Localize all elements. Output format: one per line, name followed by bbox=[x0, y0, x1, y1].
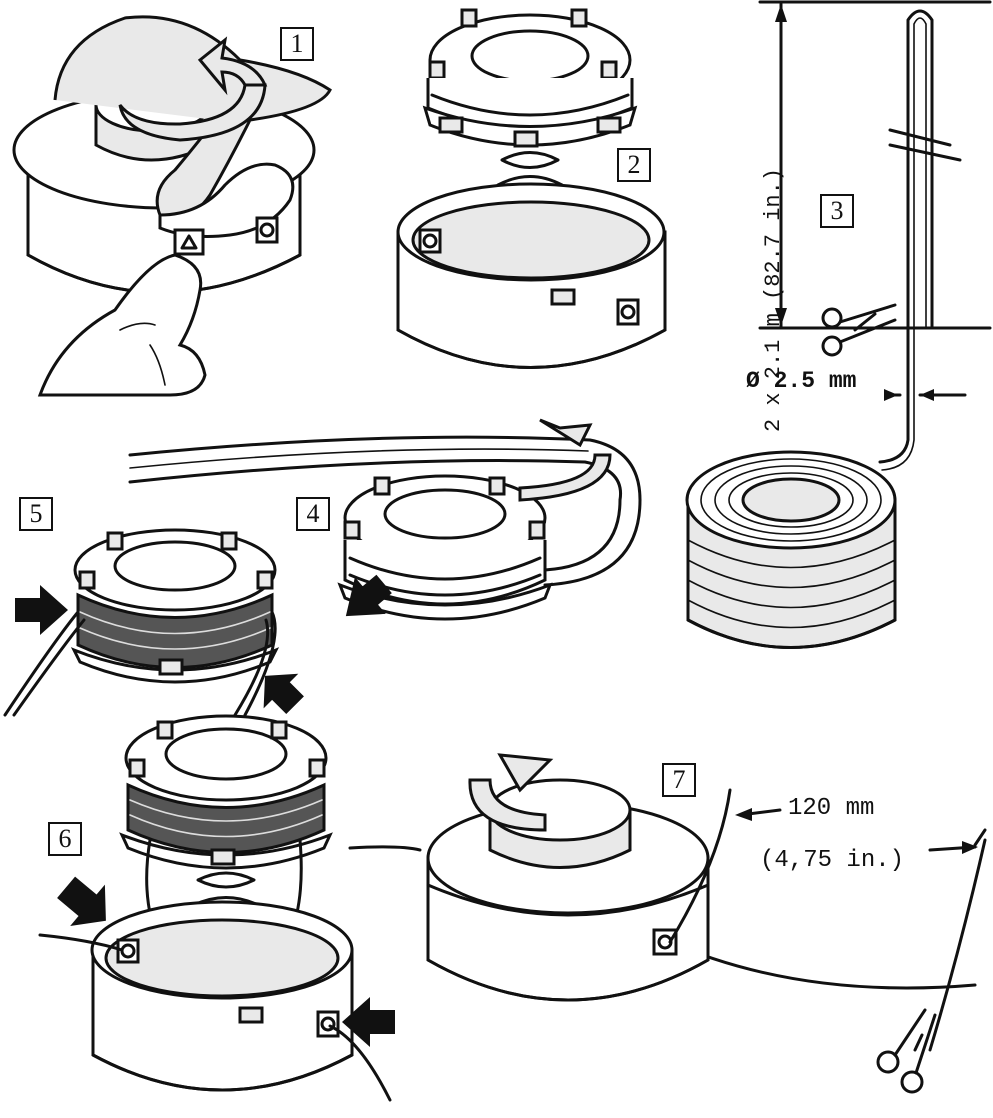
push-arrow-icon bbox=[263, 673, 304, 715]
line-protrusion-mm-label: 120 mm bbox=[788, 795, 875, 822]
scissors-icon bbox=[821, 303, 897, 357]
step-number-5: 5 bbox=[19, 497, 53, 531]
curved-arrow-icon bbox=[518, 418, 612, 502]
step4-illustration bbox=[128, 418, 642, 621]
step6-illustration bbox=[38, 714, 395, 1102]
curved-arrow-icon bbox=[118, 36, 268, 142]
step3-illustration bbox=[685, 0, 992, 649]
push-arrow-icon bbox=[15, 585, 68, 635]
line-diameter-label: Ø 2.5 mm bbox=[746, 368, 857, 394]
step1-illustration bbox=[12, 15, 332, 397]
step-number-3: 3 bbox=[820, 194, 854, 228]
step-number-2: 2 bbox=[617, 148, 651, 182]
step-number-7: 7 bbox=[662, 763, 696, 797]
step-number-6: 6 bbox=[48, 822, 82, 856]
push-arrow-icon bbox=[57, 876, 106, 926]
scissors-icon bbox=[876, 1008, 937, 1094]
push-arrow-icon bbox=[345, 574, 392, 617]
push-arrow-icon bbox=[342, 997, 395, 1047]
curved-arrow-icon bbox=[468, 753, 554, 832]
step2-illustration bbox=[396, 8, 667, 369]
line-protrusion-in-label: (4,75 in.) bbox=[760, 847, 905, 874]
line-length-label: 2 x 2.1 m (82.7 in.) bbox=[761, 167, 786, 433]
step-number-1: 1 bbox=[280, 27, 314, 61]
step5-illustration bbox=[3, 528, 304, 717]
step-number-4: 4 bbox=[296, 497, 330, 531]
step7-illustration bbox=[348, 753, 987, 1094]
